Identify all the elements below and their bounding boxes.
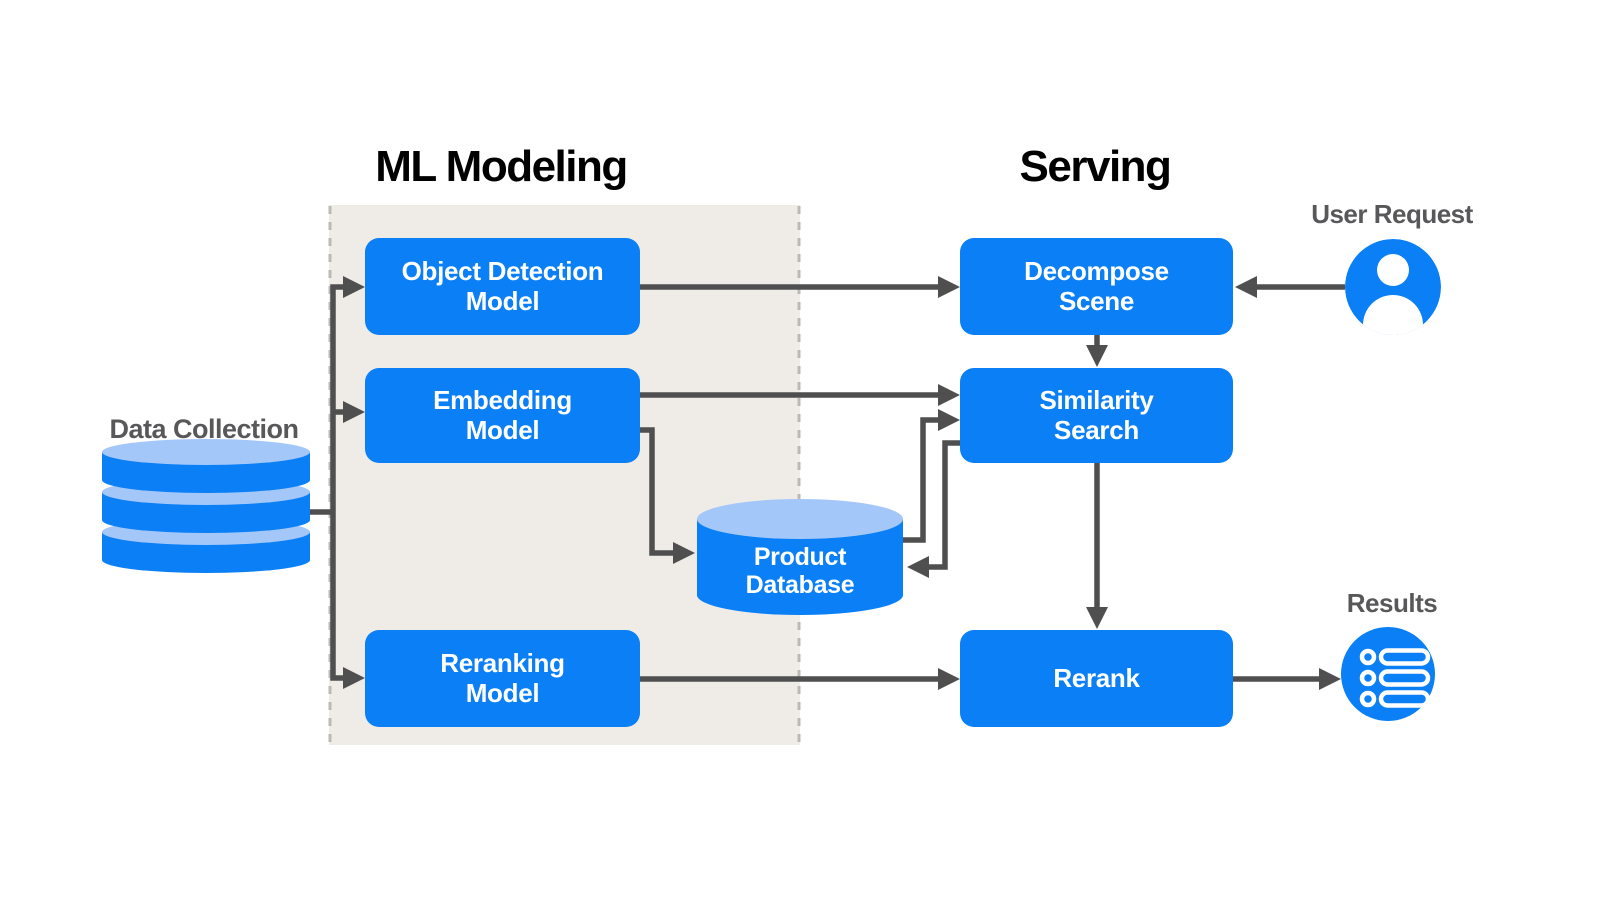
arrow-user-to-decompose [1235, 276, 1345, 298]
results-label: Results [1346, 588, 1438, 618]
user-request-label: User Request [1311, 199, 1473, 229]
node-product-database: Product Database [745, 543, 855, 599]
arrow-data-collection-to-models [310, 276, 365, 689]
arrow-object-detection-to-decompose [640, 276, 960, 298]
arrow-decompose-to-similarity [1086, 335, 1108, 367]
product-database-icon [697, 499, 903, 615]
arrow-similarity-to-rerank [1086, 463, 1108, 629]
node-reranking-model: Reranking Model [365, 630, 640, 727]
arrow-database-to-similarity [903, 409, 960, 543]
serving-title: Serving [1019, 142, 1172, 191]
data-collection-label: Data Collection [109, 414, 299, 444]
node-object-detection-model: Object Detection Model [365, 238, 640, 335]
arrow-similarity-to-database [907, 440, 960, 578]
node-decompose-scene: Decompose Scene [960, 238, 1233, 335]
database-stack-icon [102, 439, 310, 573]
user-icon [1345, 239, 1441, 335]
node-similarity-search: Similarity Search [960, 368, 1233, 463]
node-embedding-model: Embedding Model [365, 368, 640, 463]
node-rerank: Rerank [960, 630, 1233, 727]
arrow-reranking-to-rerank [640, 668, 960, 690]
arrow-embedding-to-database [640, 427, 695, 564]
results-list-icon [1341, 627, 1435, 721]
arrow-rerank-to-results [1233, 668, 1341, 690]
ml-modeling-title: ML Modeling [375, 142, 628, 191]
arrow-embedding-to-similarity [640, 384, 960, 406]
